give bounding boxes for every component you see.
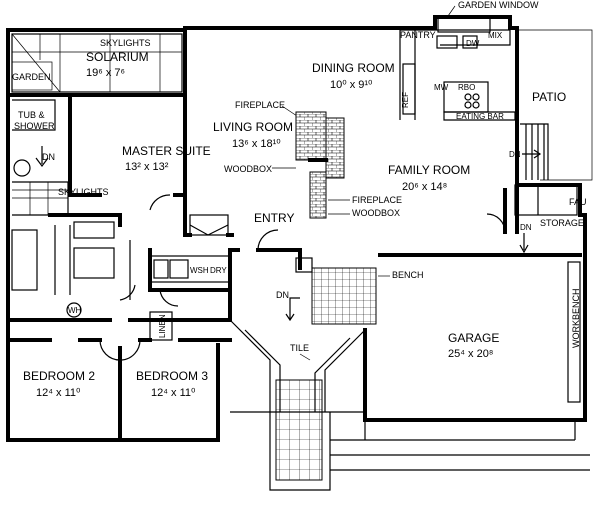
- tub-label: TUB &: [18, 110, 45, 120]
- skylights-bath-label: SKYLIGHTS: [58, 187, 109, 197]
- family-room-name: FAMILY ROOM: [388, 163, 470, 177]
- mix-label: MIX: [488, 31, 503, 40]
- bedroom-3-name: BEDROOM 3: [136, 369, 208, 383]
- dry-label: DRY: [210, 266, 227, 275]
- rbo-label: RBO: [458, 83, 475, 92]
- wsh-label: WSH: [190, 266, 209, 275]
- workbench-label: WORKBENCH: [571, 288, 581, 348]
- kitchen: GARDEN WINDOW PANTRY DW MIX REF MW RBO E…: [399, 0, 539, 121]
- shower-label: SHOWER: [14, 121, 55, 131]
- master-suite-dimensions: 13² x 13²: [125, 161, 169, 173]
- living-room-name: LIVING ROOM: [213, 120, 293, 134]
- solarium-dimensions: 19⁶ x 7⁶: [86, 67, 125, 79]
- linen-label: LINEN: [158, 314, 167, 338]
- garden-window-label: GARDEN WINDOW: [458, 0, 539, 10]
- front-walk: TILE: [229, 319, 366, 491]
- fireplace-living: [295, 111, 327, 161]
- garage-dimensions: 25⁴ x 20⁸: [448, 348, 493, 360]
- chimney-core: [325, 117, 345, 179]
- family-room-dimensions: 20⁶ x 14⁸: [402, 181, 447, 193]
- master-suite-name: MASTER SUITE: [122, 144, 211, 158]
- eating-bar-label: EATING BAR: [456, 112, 504, 121]
- solarium-name: SOLARIUM: [86, 50, 149, 64]
- dn-family-label: DN: [520, 223, 532, 232]
- dn-master-label: DN: [42, 152, 55, 162]
- dining-room-name: DINING ROOM: [312, 61, 395, 75]
- bedroom-2-dimensions: 12⁴ x 11⁰: [36, 387, 81, 399]
- woodbox-family-label: WOODBOX: [352, 208, 400, 218]
- bedroom-3-dimensions: 12⁴ x 11⁰: [151, 387, 196, 399]
- wh-label: WH: [68, 306, 82, 315]
- fau-label: FAU: [569, 197, 587, 207]
- patio-name: PATIO: [532, 90, 566, 104]
- entry-name: ENTRY: [254, 211, 294, 225]
- woodbox-living-label: WOODBOX: [224, 164, 272, 174]
- pantry-label: PANTRY: [400, 30, 436, 40]
- dn-entry-label: DN: [276, 290, 289, 300]
- family-room: FAMILY ROOM 20⁶ x 14⁸ FAU STORAGE DN: [388, 163, 587, 254]
- bedrooms: BEDROOM 2 12⁴ x 11⁰ BEDROOM 3 12⁴ x 11⁰: [23, 339, 208, 399]
- dining-room-dimensions: 10⁰ x 9¹⁰: [330, 79, 373, 91]
- patio: PATIO DN: [509, 90, 566, 180]
- ref-label: REF: [401, 92, 410, 108]
- garage: GARAGE 25⁴ x 20⁸ WORKBENCH: [330, 253, 590, 471]
- entry-area: ENTRY WSH DRY DN BENCH LINEN WH: [8, 211, 424, 341]
- tile-label: TILE: [290, 343, 309, 353]
- master-suite: TUB & SHOWER DN SKYLIGHTS MASTER SUITE 1…: [6, 93, 211, 301]
- bench-label: BENCH: [392, 270, 424, 280]
- fireplace-living-label: FIREPLACE: [235, 100, 285, 110]
- dn-patio-label: DN: [509, 150, 521, 159]
- living-room: LIVING ROOM 13⁶ x 18¹⁰ FIREPLACE WOODBOX…: [183, 100, 402, 237]
- dw-label: DW: [466, 39, 480, 48]
- mw-label: MW: [434, 83, 449, 92]
- bedroom-2-name: BEDROOM 2: [23, 369, 95, 383]
- storage-label: STORAGE: [540, 218, 584, 228]
- garden-label: GARDEN: [12, 72, 51, 82]
- exterior-walls: [6, 15, 593, 442]
- solarium: SKYLIGHTS SOLARIUM 19⁶ x 7⁶ GARDEN: [11, 33, 183, 93]
- fireplace-family-label: FIREPLACE: [352, 195, 402, 205]
- garage-name: GARAGE: [448, 331, 499, 345]
- dining-room: DINING ROOM 10⁰ x 9¹⁰: [312, 61, 395, 91]
- living-room-dimensions: 13⁶ x 18¹⁰: [232, 138, 281, 150]
- fireplace-family: [309, 171, 327, 219]
- skylights-solarium-label: SKYLIGHTS: [100, 38, 151, 48]
